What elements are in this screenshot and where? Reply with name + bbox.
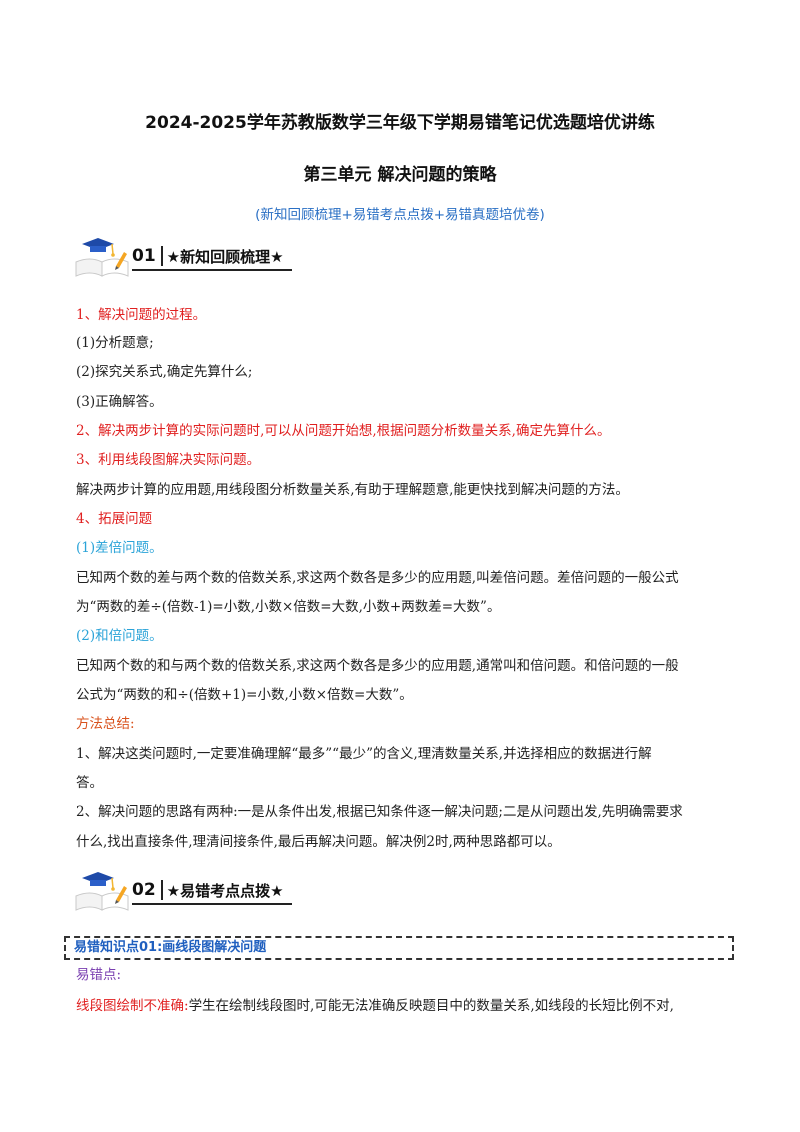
error-label: 易错点: xyxy=(76,967,122,983)
text-line: (2)探究关系式,确定先算什么; xyxy=(76,364,253,380)
text-line: 4、拓展问题 xyxy=(76,511,153,527)
text-line: (1)分析题意; xyxy=(76,335,154,351)
text-line: (1)差倍问题。 xyxy=(76,540,163,556)
section-number: 02 xyxy=(132,880,163,900)
knowledge-point-box: 易错知识点01:画线段图解决问题 xyxy=(64,936,734,960)
text-line: 1、解决问题的过程。 xyxy=(76,307,207,323)
unit-title: 第三单元 解决问题的策略 xyxy=(303,165,497,185)
section-header-2: 02 ★易错考点点拨★ xyxy=(72,866,312,912)
text-line: 什么,找出直接条件,理清间接条件,最后再解决问题。解决例2时,两种思路都可以。 xyxy=(76,834,561,850)
section-number: 01 xyxy=(132,246,163,266)
text-line: 为“两数的差÷(倍数-1)=小数,小数×倍数=大数,小数+两数差=大数”。 xyxy=(76,599,501,615)
section-title-box-1: 01 ★新知回顾梳理★ xyxy=(132,243,292,271)
text-line: 解决两步计算的应用题,用线段图分析数量关系,有助于理解题意,能更快找到解决问题的… xyxy=(76,482,629,498)
text-line: (3)正确解答。 xyxy=(76,394,163,410)
text-line: 3、利用线段图解决实际问题。 xyxy=(76,452,261,468)
error-text: 学生在绘制线段图时,可能无法准确反映题目中的数量关系,如线段的长短比例不对, xyxy=(188,998,674,1014)
document-tagline: (新知回顾梳理+易错考点点拨+易错真题培优卷) xyxy=(255,207,545,223)
section-title-box-2: 02 ★易错考点点拨★ xyxy=(132,877,292,905)
section-label: ★新知回顾梳理★ xyxy=(166,247,284,266)
text-line: 已知两个数的差与两个数的倍数关系,求这两个数各是多少的应用题,叫差倍问题。差倍问… xyxy=(76,570,679,586)
error-description: 线段图绘制不准确:学生在绘制线段图时,可能无法准确反映题目中的数量关系,如线段的… xyxy=(76,996,736,1016)
text-line: (2)和倍问题。 xyxy=(76,628,163,644)
graduation-book-icon xyxy=(75,872,129,911)
section-header-1: 01 ★新知回顾梳理★ xyxy=(72,232,312,278)
section-label: ★易错考点点拨★ xyxy=(166,881,284,900)
text-line: 公式为“两数的和÷(倍数+1)=小数,小数×倍数=大数”。 xyxy=(76,687,413,703)
text-line: 2、解决问题的思路有两种:一是从条件出发,根据已知条件逐一解决问题;二是从问题出… xyxy=(76,804,683,820)
graduation-book-icon xyxy=(75,238,129,277)
error-lead: 线段图绘制不准确: xyxy=(76,998,189,1014)
text-line: 答。 xyxy=(76,775,103,791)
text-line: 2、解决两步计算的实际问题时,可以从问题开始想,根据问题分析数量关系,确定先算什… xyxy=(76,423,611,439)
text-line: 方法总结: xyxy=(76,716,135,732)
document-title: 2024-2025学年苏教版数学三年级下学期易错笔记优选题培优讲练 xyxy=(145,113,655,133)
text-line: 已知两个数的和与两个数的倍数关系,求这两个数各是多少的应用题,通常叫和倍问题。和… xyxy=(76,658,679,674)
text-line: 1、解决这类问题时,一定要准确理解“最多”“最少”的含义,理清数量关系,并选择相… xyxy=(76,746,652,762)
